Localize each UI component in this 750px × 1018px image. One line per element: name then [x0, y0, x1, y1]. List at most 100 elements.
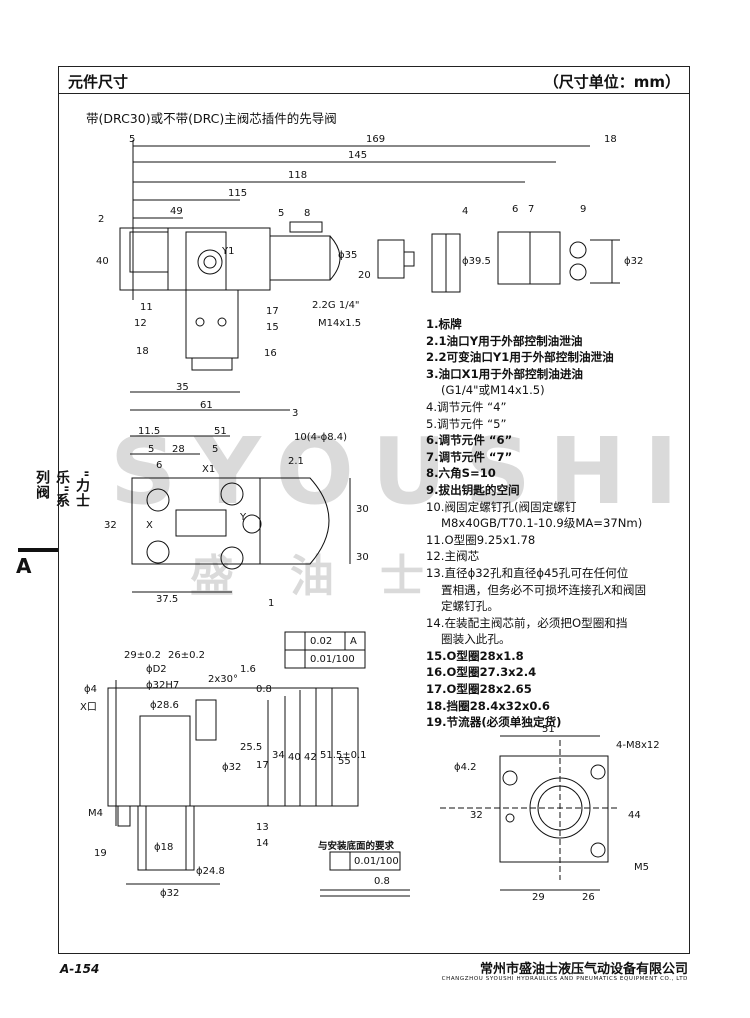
- dim-label: 16: [264, 348, 277, 359]
- dim-label: 15: [266, 322, 279, 333]
- dim-label: 51.5±0.1: [320, 750, 367, 761]
- legend-item: 12.主阀芯: [426, 549, 480, 564]
- plate-dim: M5: [634, 862, 649, 873]
- legend-item: 定螺钉孔。: [441, 599, 499, 614]
- dim-label: 40: [96, 256, 109, 267]
- tolerance-flatness: 0.01/100: [310, 654, 355, 665]
- side-tab-bar: [18, 548, 58, 552]
- dim-label: X: [146, 520, 153, 531]
- page-frame: [58, 66, 690, 954]
- company-name: 常州市盛油士液压气动设备有限公司: [479, 962, 688, 977]
- legend-item: 6.调节元件 “6”: [426, 433, 513, 448]
- dim-label: 19: [94, 848, 107, 859]
- unit-note: （尺寸单位：mm）: [543, 73, 680, 91]
- dim-label: 13: [256, 822, 269, 833]
- dim-label: 30: [356, 504, 369, 515]
- plate-dim: 4-M8x12: [616, 740, 660, 751]
- dim-label: 9: [580, 204, 587, 215]
- dim-label: X口: [80, 702, 97, 713]
- legend-item: 7.调节元件 “7”: [426, 449, 513, 464]
- dim-label: 20: [358, 270, 371, 281]
- dim-label: 2.2G 1/4": [312, 300, 360, 311]
- dim-label: ϕD2: [146, 664, 167, 675]
- watermark-cn-2: 油: [290, 551, 334, 602]
- dim-label: 42: [304, 752, 317, 763]
- dim-label: 2: [98, 214, 105, 225]
- legend-item: 10.阀固定螺钉孔(阀固定螺钉: [426, 499, 577, 514]
- dim-label: ϕ24.8: [196, 866, 225, 877]
- page-number: A-154: [60, 962, 100, 976]
- legend-item: 8.六角S=10: [426, 466, 496, 481]
- mount-tolerance: 0.01/100: [354, 856, 399, 867]
- watermark-cn-3: 士: [380, 551, 424, 602]
- tolerance-datum: A: [350, 636, 357, 647]
- dim-label: 17: [256, 760, 269, 771]
- dim-label: 28: [172, 444, 185, 455]
- dim-label: 6: [512, 204, 519, 215]
- dim-label: 118: [288, 170, 308, 181]
- dim-label: M14x1.5: [318, 318, 362, 329]
- dim-label: 4: [462, 206, 469, 217]
- dim-label: 32: [104, 520, 117, 531]
- dim-label: ϕ32: [624, 256, 644, 267]
- dim-label: 51: [214, 426, 227, 437]
- dim-label: 18: [136, 346, 149, 357]
- dim-label: 12: [134, 318, 147, 329]
- legend-item: 18.挡圈28.4x32x0.6: [426, 698, 550, 713]
- dim-label: ϕ4: [84, 684, 97, 695]
- dim-label: 6: [156, 460, 163, 471]
- dim-label: 11: [140, 302, 153, 313]
- legend-item: (G1/4"或M14x1.5): [441, 383, 545, 398]
- dim-label: ϕ28.6: [150, 700, 179, 711]
- plate-dim: 51: [542, 724, 555, 735]
- dim-label: Y1: [222, 246, 235, 257]
- dim-label: 1.6: [240, 664, 256, 675]
- dim-label: 115: [228, 188, 248, 199]
- dim-label: 18: [604, 134, 617, 145]
- series-label: "力士乐"系列阀: [34, 470, 90, 509]
- dim-label: 8: [304, 208, 311, 219]
- mount-roughness: 0.8: [374, 876, 390, 887]
- legend-item: M8x40GB/T70.1-10.9级MA=37Nm): [441, 516, 643, 531]
- legend-item: 16.O型圈27.3x2.4: [426, 665, 537, 680]
- plate-dim: 32: [470, 810, 483, 821]
- dim-label: ϕ39.5: [462, 256, 491, 267]
- dim-label: M4: [88, 808, 103, 819]
- dim-label: 1: [268, 598, 275, 609]
- plate-dim: 44: [628, 810, 641, 821]
- dim-label: 29±0.2: [124, 650, 162, 661]
- dim-label: ϕ35: [338, 250, 358, 261]
- dim-label: 11.5: [138, 426, 161, 437]
- dim-label: 34: [272, 750, 285, 761]
- tolerance-value: 0.02: [310, 636, 333, 647]
- mount-requirement: 与安装底面的要求: [318, 841, 395, 852]
- dim-label: 61: [200, 400, 213, 411]
- dim-label: 5: [212, 444, 219, 455]
- legend-item: 17.O型圈28x2.65: [426, 682, 532, 697]
- dim-label: 0.8: [256, 684, 272, 695]
- dim-label: ϕ32H7: [146, 680, 180, 691]
- drawing-subtitle: 带(DRC30)或不带(DRC)主阀芯插件的先导阀: [86, 111, 337, 126]
- section-letter: A: [16, 554, 32, 578]
- dim-label: X1: [202, 464, 216, 475]
- dim-label: ϕ32: [222, 762, 242, 773]
- plate-dim: ϕ4.2: [454, 762, 477, 773]
- legend-item: 4.调节元件 “4”: [426, 399, 507, 414]
- legend-item: 2.2可变油口Y1用于外部控制油泄油: [426, 350, 614, 365]
- dim-label: 40: [288, 752, 301, 763]
- dim-label: 5: [278, 208, 285, 219]
- legend-item: 圈装入此孔。: [441, 632, 511, 647]
- watermark-cn-1: 盛: [190, 551, 234, 602]
- dim-label: 14: [256, 838, 269, 849]
- legend-item: 3.油口X1用于外部控制油进油: [426, 366, 584, 381]
- dim-label: 17: [266, 306, 279, 317]
- dim-label: ϕ32: [160, 888, 180, 899]
- dim-label: 35: [176, 382, 189, 393]
- legend-item: 9.拔出钥匙的空间: [426, 482, 520, 497]
- dim-label: ϕ18: [154, 842, 174, 853]
- dim-label: 2x30°: [208, 674, 239, 685]
- company-name-en: CHANGZHOU SYOUSHI HYDRAULICS AND PNEUMAT…: [441, 976, 688, 982]
- dim-label: 26±0.2: [168, 650, 206, 661]
- legend-item: 13.直径ϕ32孔和直径ϕ45孔可在任何位: [426, 565, 629, 580]
